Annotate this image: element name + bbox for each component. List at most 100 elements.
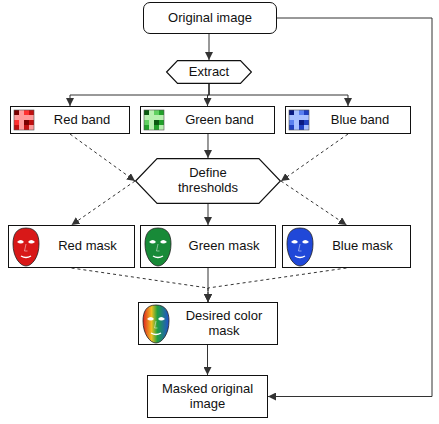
pixel — [304, 115, 309, 120]
pixel — [19, 110, 24, 115]
mask-icon — [286, 227, 314, 267]
pixel — [19, 125, 24, 130]
pixel — [299, 110, 304, 115]
hexagon-step: Define thresholds — [135, 158, 281, 204]
pixel — [29, 115, 34, 120]
flow-arrow — [209, 34, 210, 60]
pixel — [159, 110, 164, 115]
node-label: Extract — [189, 65, 229, 80]
pixel — [14, 120, 19, 125]
flow-arrow — [207, 345, 208, 375]
mask-icon — [144, 227, 172, 267]
node-label: Masked original image — [155, 382, 260, 412]
flow-arrow — [208, 268, 347, 302]
pixel — [304, 110, 309, 115]
pixel — [144, 120, 149, 125]
process-box: Green mask — [140, 225, 276, 268]
pixel — [289, 115, 294, 120]
flow-arrow — [281, 134, 348, 181]
mask-eye — [291, 240, 298, 244]
hexagon-step: Extract — [166, 60, 252, 84]
pixel — [154, 120, 159, 125]
pixel — [149, 125, 154, 130]
flow-arrow — [208, 268, 209, 302]
mask-nose — [299, 244, 302, 251]
process-box: Masked original image — [147, 375, 268, 418]
pixel — [19, 120, 24, 125]
process-box: Red mask — [8, 225, 135, 268]
pixel — [289, 120, 294, 125]
mask-mouth — [151, 333, 161, 335]
node-label: Red mask — [58, 239, 117, 254]
flow-arrow — [281, 181, 347, 225]
pixel — [24, 120, 29, 125]
pixel — [159, 125, 164, 130]
mask-eye — [302, 240, 309, 244]
pixel — [14, 110, 19, 115]
pixel — [144, 125, 149, 130]
mask-nose — [25, 244, 28, 251]
pixel — [294, 115, 299, 120]
node-label: Green mask — [189, 239, 260, 254]
flow-arrow — [70, 134, 135, 181]
process-box: Original image — [143, 2, 277, 34]
pixel — [159, 120, 164, 125]
hexagon-border — [136, 159, 281, 204]
pixel — [294, 110, 299, 115]
flow-arrow — [72, 268, 209, 302]
flow-arrow — [268, 18, 432, 397]
node-label: Define thresholds — [164, 166, 252, 196]
flow-arrow — [72, 181, 136, 225]
pixel — [24, 110, 29, 115]
mask-nose — [157, 244, 160, 251]
node-label: Desired color mask — [179, 309, 269, 339]
pixel — [304, 120, 309, 125]
pixel — [14, 115, 19, 120]
pixel-frame — [144, 110, 164, 130]
mask-eye — [160, 240, 167, 244]
mask-face — [13, 228, 39, 266]
pixel — [159, 115, 164, 120]
pixel — [154, 115, 159, 120]
mask-eye — [28, 240, 35, 244]
process-box: Red band — [10, 106, 130, 134]
mask-eye — [147, 317, 154, 321]
pixel — [149, 110, 154, 115]
pixel — [289, 110, 294, 115]
mask-eye — [158, 317, 165, 321]
pixel — [299, 120, 304, 125]
pixel — [29, 125, 34, 130]
mask-nose — [155, 321, 158, 328]
pixel — [154, 125, 159, 130]
mask-face — [143, 305, 169, 343]
pixel — [149, 115, 154, 120]
pixel — [144, 115, 149, 120]
pixel — [24, 125, 29, 130]
node-label: Blue band — [331, 113, 390, 128]
pixel — [19, 115, 24, 120]
mask-eye — [17, 240, 24, 244]
process-box: Blue band — [285, 106, 411, 134]
mask-icon — [12, 227, 40, 267]
band-icon — [288, 109, 310, 131]
pixel — [304, 125, 309, 130]
flow-arrow — [70, 84, 209, 106]
pixel — [154, 110, 159, 115]
pixel-frame — [289, 110, 309, 130]
node-label: Blue mask — [332, 239, 393, 254]
pixel — [299, 115, 304, 120]
mask-mouth — [21, 256, 31, 258]
node-label: Red band — [54, 113, 110, 128]
process-box: Blue mask — [282, 225, 411, 268]
pixel — [29, 120, 34, 125]
pixel — [24, 115, 29, 120]
mask-icon — [142, 304, 170, 344]
mask-mouth — [153, 256, 163, 258]
pixel — [149, 120, 154, 125]
hexagon-border — [167, 61, 252, 84]
process-box: Desired color mask — [138, 302, 278, 345]
pixel — [289, 125, 294, 130]
pixel — [14, 125, 19, 130]
flow-arrow — [207, 134, 208, 158]
node-label: Original image — [168, 11, 252, 26]
